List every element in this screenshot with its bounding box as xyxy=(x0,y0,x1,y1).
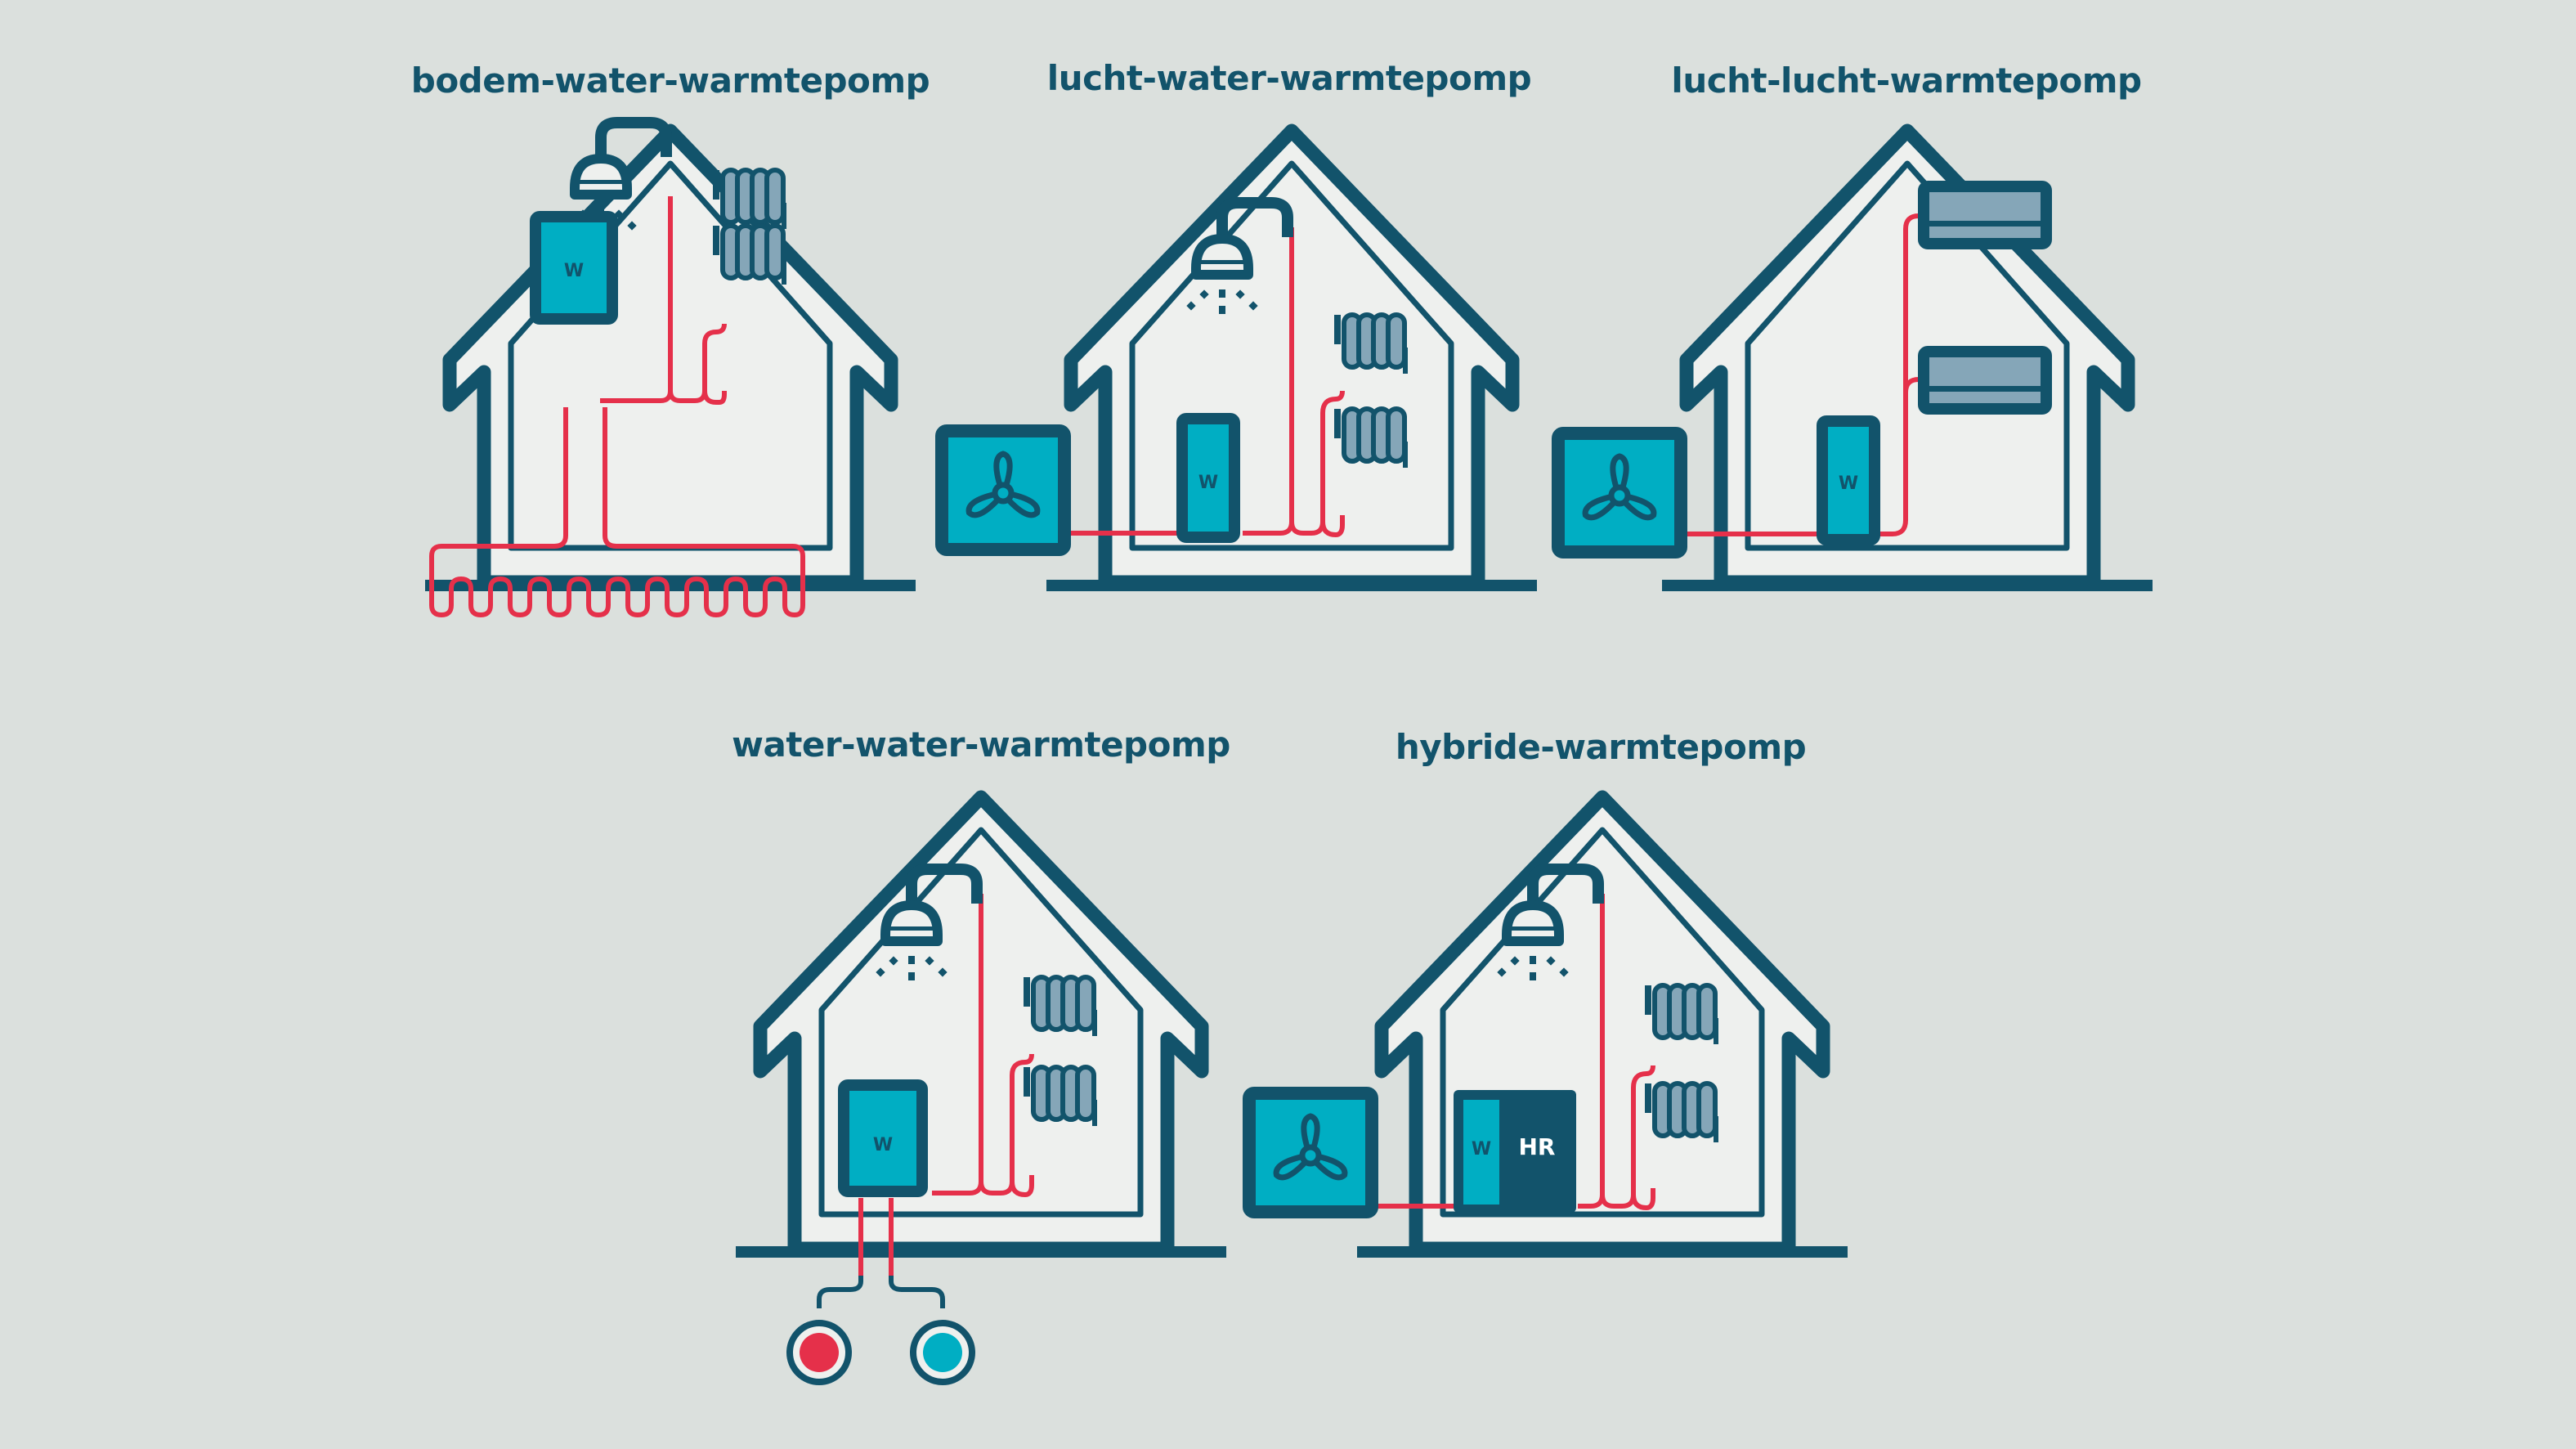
diagram-bodem-water-warmtepomp: bodem-water-warmtepomp W xyxy=(411,61,930,618)
heat-pump-unit: W xyxy=(1176,413,1240,543)
diagram-title: water-water-warmtepomp xyxy=(732,724,1230,765)
hot-well xyxy=(786,1320,852,1385)
radiator-icon xyxy=(713,226,786,285)
unit-label: W xyxy=(1472,1139,1491,1160)
diagram-title: lucht-water-warmtepomp xyxy=(1047,58,1531,98)
radiator-icon xyxy=(1334,315,1408,374)
outdoor-fan-unit xyxy=(1249,1093,1372,1212)
house-icon: W xyxy=(942,131,1537,591)
diagram-lucht-water-warmtepomp: lucht-water-warmtepomp W xyxy=(942,58,1537,591)
diagram-title: bodem-water-warmtepomp xyxy=(411,61,930,101)
heat-pump-unit: W xyxy=(838,1079,928,1197)
radiator-icon xyxy=(1645,1083,1718,1142)
unit-label: W xyxy=(873,1135,893,1155)
outdoor-fan-unit xyxy=(942,431,1064,550)
diagram-hybride-warmtepomp: hybride-warmtepomp W HR xyxy=(1249,727,1848,1258)
heat-pump-unit: W xyxy=(530,211,618,325)
house-icon: W xyxy=(425,123,916,618)
unit-label: W xyxy=(564,261,584,281)
unit-label: W xyxy=(1839,473,1858,494)
air-conditioner-unit xyxy=(1924,352,2046,409)
air-conditioner-unit xyxy=(1924,186,2046,244)
diagram-water-water-warmtepomp: water-water-warmtepomp xyxy=(732,724,1230,1385)
house-icon: W HR xyxy=(1249,797,1848,1258)
outdoor-fan-unit xyxy=(1558,433,1681,552)
radiator-icon xyxy=(1024,1067,1097,1126)
diagram-lucht-lucht-warmtepomp: lucht-lucht-warmtepomp W xyxy=(1558,61,2153,591)
heat-pump-unit: W xyxy=(1817,415,1880,545)
radiator-icon xyxy=(713,170,786,229)
unit-label: W xyxy=(1198,473,1218,493)
house-icon: W xyxy=(1558,131,2153,591)
house-icon: W xyxy=(736,797,1226,1385)
hybrid-heat-pump-unit: W HR xyxy=(1454,1090,1576,1213)
radiator-icon xyxy=(1334,409,1408,468)
diagram-title: lucht-lucht-warmtepomp xyxy=(1671,61,2141,101)
cold-well xyxy=(910,1320,975,1385)
hr-boiler-label: HR xyxy=(1519,1133,1556,1160)
diagram-title: hybride-warmtepomp xyxy=(1396,727,1806,767)
radiator-icon xyxy=(1024,977,1097,1036)
radiator-icon xyxy=(1645,985,1718,1044)
